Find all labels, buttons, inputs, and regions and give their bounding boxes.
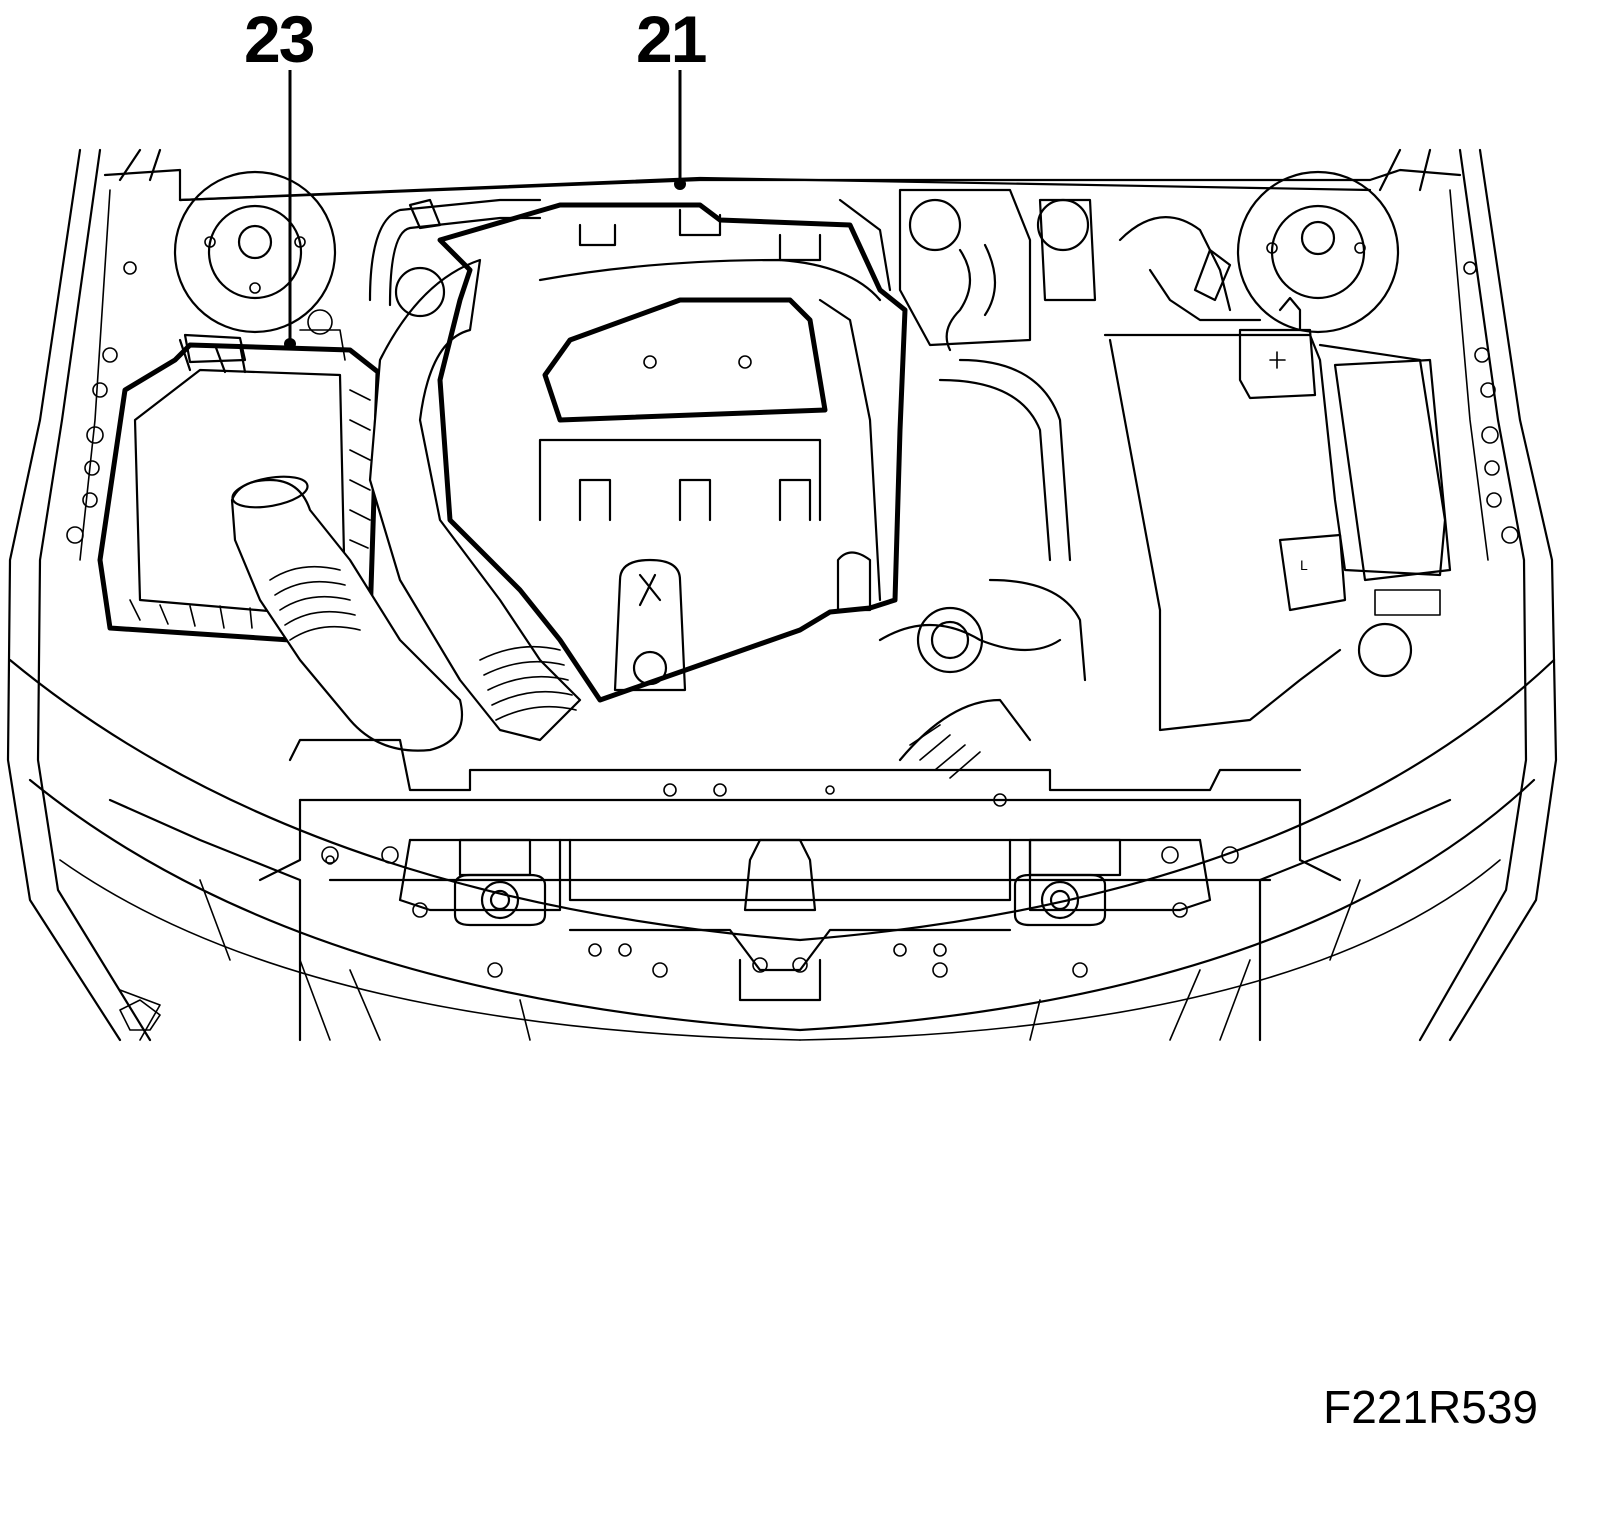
hoses [368, 198, 1302, 779]
front-cross-member [199, 738, 1361, 1041]
callout-leaders [284, 70, 686, 350]
callout-label-23: 23 [244, 2, 315, 76]
battery-box: L [1103, 328, 1452, 732]
callout-label-21: 21 [636, 2, 707, 76]
svg-text:L: L [1300, 557, 1308, 573]
fender-holes [66, 261, 1519, 544]
figure-code: F221R539 [1323, 1381, 1538, 1433]
leader-dot-21 [674, 178, 686, 190]
leader-dot-23 [284, 338, 296, 350]
coolant-reservoir [898, 188, 1097, 352]
intake-hose [230, 475, 464, 752]
intake-tube [368, 258, 582, 742]
right-strut-tower [1236, 170, 1400, 334]
car-body-outline [6, 148, 1558, 1042]
left-strut-tower [173, 170, 337, 334]
engine-cover [437, 202, 908, 703]
